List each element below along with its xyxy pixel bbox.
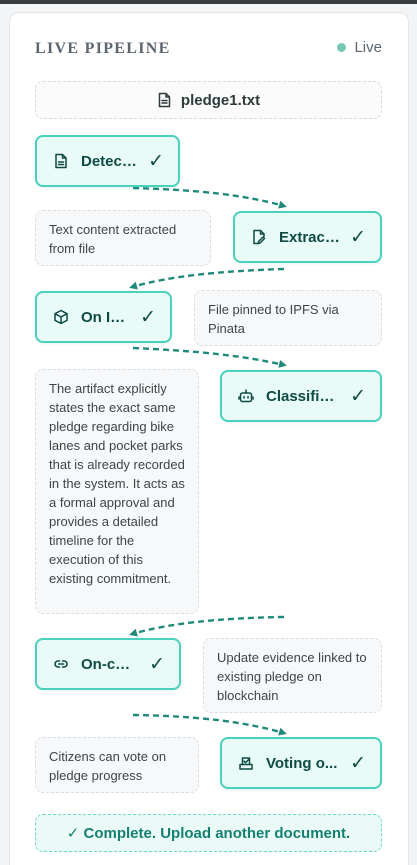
window-top-bar: [0, 0, 417, 4]
file-name-pill: pledge1.txt: [35, 81, 382, 119]
file-name: pledge1.txt: [180, 91, 261, 109]
robot-icon: [238, 388, 254, 404]
check-icon: ✓: [350, 385, 366, 407]
live-label: Live: [354, 39, 382, 56]
step-note: Update evidence linked to existing pledg…: [203, 638, 382, 713]
classification-note: The artifact explicitly states the exact…: [35, 369, 199, 614]
step-note: Text content extracted from file: [35, 210, 211, 266]
step-note: File pinned to IPFS via Pinata: [194, 290, 382, 346]
step-detected[interactable]: Detected ✓: [35, 135, 180, 187]
step-note: Citizens can vote on pledge progress: [35, 737, 199, 793]
step-label: On IPFS: [81, 308, 130, 326]
live-status-dot: [337, 43, 347, 52]
step-extracted[interactable]: Extracted ✓: [233, 211, 382, 263]
check-icon: ✓: [350, 226, 366, 248]
link-icon: [53, 656, 69, 672]
cube-icon: [53, 309, 69, 325]
step-label: Detected: [81, 152, 139, 170]
file-edit-icon: [251, 229, 267, 245]
check-icon: ✓: [148, 150, 164, 172]
file-text-icon: [157, 92, 172, 108]
panel-title: LIVE PIPELINE: [35, 40, 171, 57]
step-label: On-chain: [81, 655, 139, 673]
step-label: Extracted: [279, 228, 340, 246]
vote-box-icon: [238, 755, 254, 771]
check-icon: ✓: [350, 752, 366, 774]
step-label: Voting o...: [266, 754, 338, 772]
check-icon: ✓: [140, 306, 156, 328]
upload-another-button[interactable]: ✓ Complete. Upload another document.: [35, 814, 382, 852]
step-classified[interactable]: Classifie... ✓: [220, 370, 382, 422]
step-on-ipfs[interactable]: On IPFS ✓: [35, 291, 172, 343]
step-voting-open[interactable]: Voting o... ✓: [220, 737, 382, 789]
step-label: Classifie...: [266, 387, 341, 405]
file-text-icon: [53, 153, 69, 169]
check-icon: ✓: [149, 653, 165, 675]
live-indicator: Live: [337, 39, 382, 56]
step-on-chain[interactable]: On-chain ✓: [35, 638, 181, 690]
